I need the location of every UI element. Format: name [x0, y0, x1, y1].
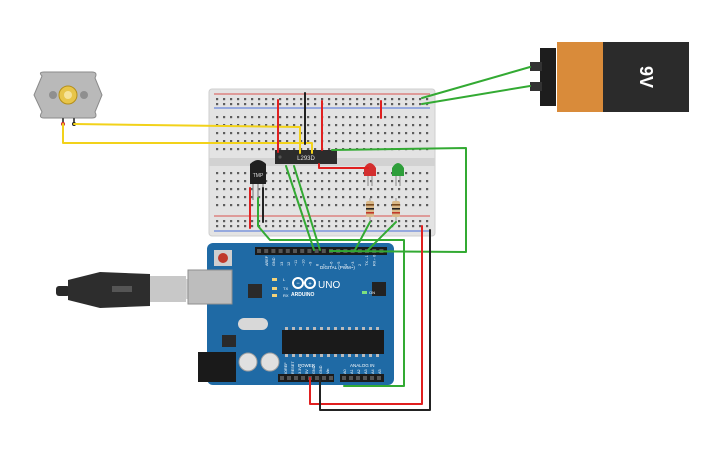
on-led-label: ON	[369, 290, 375, 295]
digital-pin-label-11: 2	[358, 264, 362, 266]
wire-black-gnd	[319, 229, 431, 411]
led-green[interactable]	[392, 163, 404, 186]
power-pin-label-4: GND	[312, 365, 316, 374]
header-label-1: GND	[272, 257, 276, 266]
analog-label: ANALOG IN	[350, 363, 375, 368]
digital-pin-label-3: ~10	[301, 260, 305, 266]
power-pin-label-1: RESET	[291, 361, 295, 374]
svg-text:+: +	[308, 282, 312, 288]
power-pin-label-3: 5V	[305, 369, 309, 374]
arduino-brand: ARDUINO	[291, 292, 314, 298]
wire-green-chip-1	[293, 165, 321, 251]
motor-driver-label: L293D	[297, 156, 315, 162]
digital-pin-label-4: ~9	[308, 262, 312, 266]
digital-pin-label-13: RX←0	[372, 255, 376, 266]
digital-label: DIGITAL (PWM~)	[320, 265, 355, 270]
rx-led-label: RX	[283, 293, 289, 298]
analog-pin-label-3: A3	[364, 369, 368, 374]
resistor-1[interactable]	[366, 198, 374, 222]
wire-red-bb-4	[318, 163, 369, 169]
motor-driver-chip[interactable]: L293D	[275, 150, 337, 164]
wire-green-res-1	[354, 221, 371, 251]
power-label: POWER	[298, 363, 316, 368]
digital-pin-label-6: 7	[323, 264, 327, 266]
arduino-model: UNO	[318, 280, 340, 291]
digital-pin-label-0: 13	[280, 262, 284, 266]
analog-pin-label-0: A0	[343, 369, 347, 374]
digital-pin-label-1: 12	[287, 262, 291, 266]
dc-motor[interactable]	[33, 71, 103, 126]
wire-battery-neg	[421, 85, 531, 105]
digital-pin-label-8: ~5	[337, 262, 341, 266]
digital-pin-label-10: ~3	[351, 262, 355, 266]
wire-green-res-2	[367, 221, 397, 251]
wire-red-5v	[309, 225, 423, 405]
battery-label: 9V	[636, 66, 656, 88]
analog-pin-label-1: A1	[350, 369, 354, 374]
arduino-uno-board[interactable]: L TX RX ON − + UNO ARDUINO DIGITAL (PWM~…	[187, 243, 394, 385]
wire-yellow-1	[62, 123, 313, 154]
analog-pin-label-5: A5	[378, 369, 382, 374]
digital-pin-label-7: ~6	[330, 262, 334, 266]
wire-green-loop	[329, 147, 467, 253]
l-led-label: L	[283, 277, 286, 282]
header-label-0: AREF	[265, 255, 269, 266]
led-red[interactable]	[364, 163, 376, 186]
wire-yellow-2	[73, 123, 301, 154]
digital-pin-label-5: 8	[316, 264, 320, 266]
arduino-logo-icon: − +	[292, 277, 316, 289]
analog-pin-label-4: A4	[371, 369, 375, 374]
power-pin-label-5: GND	[319, 365, 323, 374]
analog-pin-label-2: A2	[357, 369, 361, 374]
reset-button[interactable]	[218, 253, 228, 263]
power-pin-label-0: IOREF	[284, 362, 288, 374]
tx-led-label: TX	[283, 286, 288, 291]
wire-green-chip-2	[285, 165, 315, 251]
battery-9v[interactable]: 9V	[530, 42, 689, 112]
sensor-label: TMP	[253, 173, 264, 179]
wires[interactable]	[62, 66, 531, 411]
power-pin-label-6: Vin	[326, 369, 330, 374]
svg-text:−: −	[296, 281, 300, 287]
digital-pin-label-9: 4	[344, 264, 348, 266]
digital-pin-label-12: TX→1	[365, 255, 369, 266]
power-pin-label-2: 3.3V	[298, 366, 302, 374]
resistor-2[interactable]	[392, 198, 400, 222]
wire-battery-pos	[421, 66, 531, 99]
digital-pin-label-2: ~11	[294, 260, 298, 266]
wire-green-sensor	[257, 197, 405, 387]
